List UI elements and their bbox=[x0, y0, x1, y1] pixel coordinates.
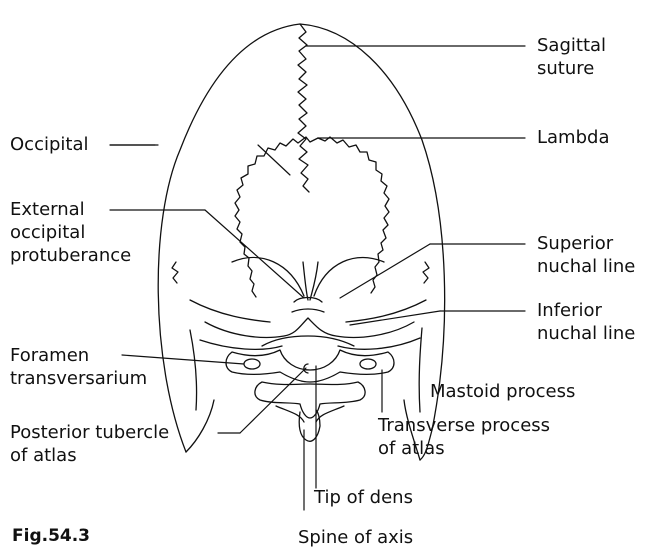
label-occipital: Occipital bbox=[10, 133, 88, 156]
lambdoid-suture-right bbox=[318, 137, 389, 293]
label-mastoid-process: Mastoid process bbox=[430, 380, 575, 403]
label-line: Occipital bbox=[10, 133, 88, 156]
label-line: of atlas bbox=[378, 437, 550, 460]
label-foramen-transversarium: Foramen transversarium bbox=[10, 344, 147, 390]
label-superior-nuchal-line: Superior nuchal line bbox=[537, 232, 635, 278]
label-posterior-tubercle-of-atlas: Posterior tubercle of atlas bbox=[10, 421, 169, 467]
label-transverse-process-of-atlas: Transverse process of atlas bbox=[378, 414, 550, 460]
label-line: Inferior bbox=[537, 299, 635, 322]
label-line: Sagittal bbox=[537, 34, 606, 57]
label-sagittal-suture: Sagittal suture bbox=[537, 34, 606, 80]
figure-label: Fig.54.3 bbox=[12, 526, 90, 546]
superior-nuchal-line-left bbox=[232, 257, 304, 296]
label-line: Posterior tubercle bbox=[10, 421, 169, 444]
atlas-vertebra bbox=[226, 350, 394, 382]
label-inferior-nuchal-line: Inferior nuchal line bbox=[537, 299, 635, 345]
label-line: nuchal line bbox=[537, 322, 635, 345]
label-line: Spine of axis bbox=[298, 526, 413, 549]
label-line: External bbox=[10, 198, 131, 221]
label-spine-of-axis: Spine of axis bbox=[298, 526, 413, 549]
label-line: nuchal line bbox=[537, 255, 635, 278]
label-line: transversarium bbox=[10, 367, 147, 390]
axis-vertebra bbox=[255, 382, 365, 418]
label-lambda: Lambda bbox=[537, 126, 609, 149]
label-line: Lambda bbox=[537, 126, 609, 149]
label-line: Foramen bbox=[10, 344, 147, 367]
label-tip-of-dens: Tip of dens bbox=[314, 486, 413, 509]
label-line: Superior bbox=[537, 232, 635, 255]
label-external-occipital-protuberance: External occipital protuberance bbox=[10, 198, 131, 267]
label-line: Tip of dens bbox=[314, 486, 413, 509]
sagittal-suture bbox=[298, 24, 309, 192]
label-line: suture bbox=[537, 57, 606, 80]
label-line: occipital bbox=[10, 221, 131, 244]
label-line: Transverse process bbox=[378, 414, 550, 437]
label-line: of atlas bbox=[10, 444, 169, 467]
label-line: protuberance bbox=[10, 244, 131, 267]
label-line: Mastoid process bbox=[430, 380, 575, 403]
